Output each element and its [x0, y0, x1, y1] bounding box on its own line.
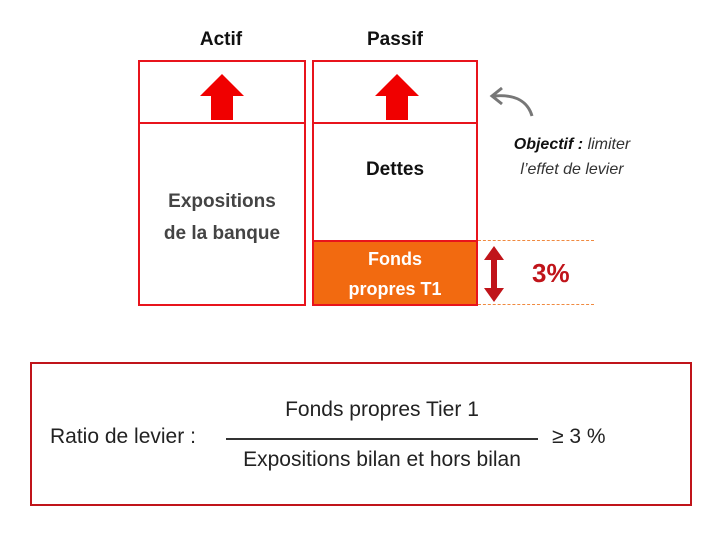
upper-dashed-guide: [478, 240, 594, 241]
passif-dettes-box: Dettes: [312, 122, 478, 242]
actif-increase-cell: [138, 60, 306, 124]
up-arrow-icon: [200, 74, 244, 120]
formula-numerator: Fonds propres Tier 1: [285, 398, 479, 421]
actif-label-line1: Expositions: [168, 191, 276, 212]
objective-rest: limiter: [587, 136, 631, 153]
passif-title: Passif: [367, 29, 423, 50]
fonds-label-line1: Fonds: [368, 249, 422, 269]
lower-dashed-guide: [478, 304, 594, 305]
fonds-label-line2: propres T1: [348, 279, 442, 299]
fraction-line: [226, 438, 538, 440]
actif-label-line2: de la banque: [163, 223, 281, 244]
double-arrow-icon: [484, 246, 504, 302]
dettes-label: Dettes: [365, 159, 425, 180]
fonds-propres-box: Fonds propres T1: [312, 240, 478, 306]
objective-line2: l’effet de levier: [520, 161, 624, 178]
objective-note: Objectif : limiter l’effet de levier: [492, 132, 652, 182]
passif-increase-cell: [312, 60, 478, 124]
actif-expositions-box: Expositions de la banque: [138, 122, 306, 306]
formula-label: Ratio de levier :: [50, 425, 196, 448]
objective-bold: Objectif :: [513, 136, 584, 153]
formula-box: [30, 362, 692, 506]
percent-label: 3%: [532, 258, 570, 288]
formula-denominator: Expositions bilan et hors bilan: [243, 448, 521, 471]
actif-title: Actif: [199, 29, 243, 50]
formula-comparison: ≥ 3 %: [552, 425, 606, 448]
up-arrow-icon: [375, 74, 419, 120]
curved-arrow-icon: [489, 86, 534, 117]
